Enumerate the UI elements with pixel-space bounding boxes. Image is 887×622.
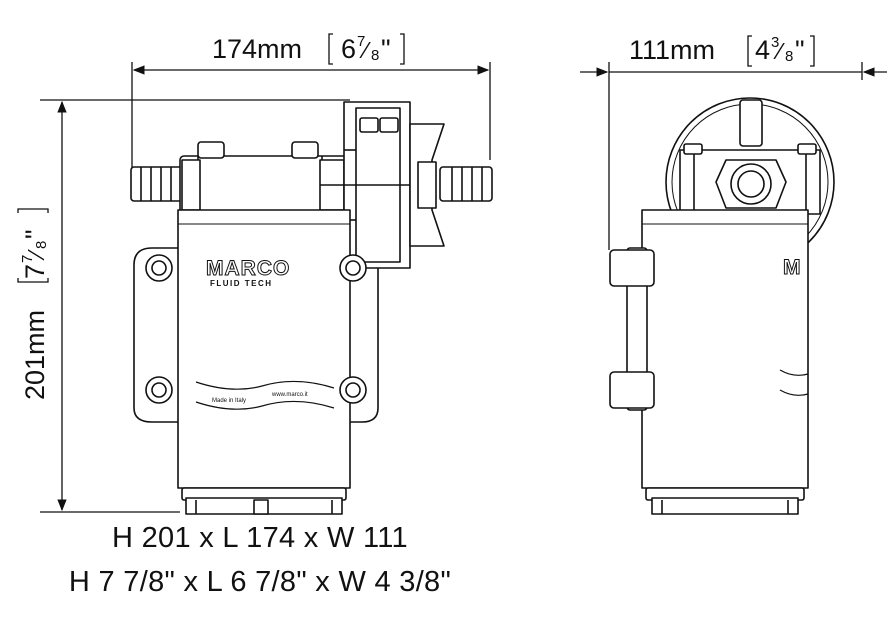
side-end-cap	[651, 497, 799, 515]
height-inch-num: 7	[19, 255, 36, 263]
svg-text:Made in Italy: Made in Italy	[212, 398, 246, 404]
height-inch-den: 8	[33, 241, 50, 249]
width-inch-den: 8	[785, 48, 793, 65]
side-outlet-port	[715, 159, 787, 209]
svg-text:": "	[795, 35, 805, 65]
brand-tagline: FLUID TECH	[210, 279, 273, 288]
summary-imperial-dimensions: H 7 7/8" x L 6 7/8" x W 4 3/8"	[68, 566, 452, 598]
height-metric-label: 201mm	[20, 310, 50, 400]
length-inch-den: 8	[371, 47, 379, 64]
side-mounting-bracket	[609, 247, 655, 411]
height-dimension	[17, 99, 350, 513]
summary-metric-dimensions: H 201 x L 174 x W 111	[112, 522, 408, 554]
length-metric-label: 174mm	[212, 34, 302, 64]
length-inch-whole: 6	[341, 34, 356, 64]
length-inch-num: 7	[357, 33, 365, 50]
pump-front-view: Made in Italy www.marco.it	[130, 101, 493, 515]
svg-text:": "	[381, 34, 391, 64]
length-dimension	[131, 33, 491, 172]
svg-text:M: M	[783, 256, 801, 279]
valve-block	[343, 101, 445, 269]
brand-logo: MARCO	[206, 257, 290, 280]
svg-text:": "	[20, 229, 50, 239]
mounting-hole	[339, 254, 367, 282]
inlet-hose-barb	[130, 166, 184, 202]
mounting-hole	[145, 254, 173, 282]
width-dimension	[580, 35, 887, 250]
motor-body-side	[641, 209, 809, 489]
height-inch-whole: 7	[20, 264, 50, 279]
width-inch-num: 3	[771, 34, 779, 51]
mounting-hole	[339, 376, 367, 404]
motor-body	[177, 209, 351, 489]
svg-text:www.marco.it: www.marco.it	[271, 392, 308, 398]
outlet-hose-barb	[439, 166, 493, 202]
pump-side-view	[609, 97, 835, 515]
width-inch-whole: 4	[755, 35, 770, 65]
mounting-hole	[145, 376, 173, 404]
width-metric-label: 111mm	[629, 35, 715, 65]
